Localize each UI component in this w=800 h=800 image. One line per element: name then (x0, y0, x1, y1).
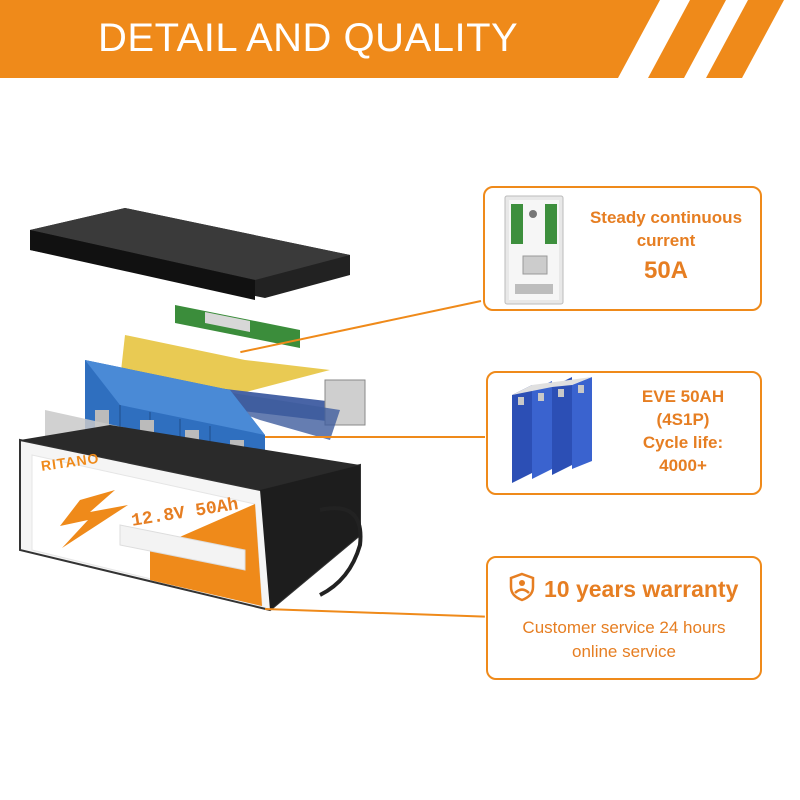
cell-spec-line-4: 4000+ (659, 456, 707, 475)
banner-title: DETAIL AND QUALITY (98, 16, 519, 60)
shield-warranty-icon (508, 572, 536, 607)
feature-card-cells: EVE 50AH (4S1P) Cycle life: 4000+ (486, 371, 762, 495)
warranty-title: 10 years warranty (544, 575, 739, 602)
bms-spec-line-1: Steady continuous (589, 208, 743, 227)
connector-line-2 (265, 436, 485, 438)
bms-board-icon (503, 194, 565, 311)
battery-cells-icon (502, 377, 602, 494)
bms-spec: Steady continuous current 50A (571, 206, 761, 288)
warranty-subtitle-line-2: online service (572, 642, 676, 661)
battery-exploded-view: RITANO 12.8V 50Ah (0, 80, 480, 700)
feature-card-bms: Steady continuous current 50A (483, 186, 762, 311)
bms-spec-line-2: current (636, 231, 696, 250)
cell-spec-line-2: (4S1P) (656, 410, 710, 429)
warranty-subtitle-line-1: Customer service 24 hours (522, 618, 726, 637)
bms-spec-value: 50A (643, 257, 689, 284)
warranty-subtitle: Customer service 24 hours online service (488, 616, 760, 664)
banner-shape (0, 0, 784, 78)
warranty-header: 10 years warranty (508, 572, 739, 607)
feature-card-warranty: 10 years warranty Customer service 24 ho… (486, 556, 762, 680)
battery-illustration (19, 208, 366, 612)
cell-spec: EVE 50AH (4S1P) Cycle life: 4000+ (618, 385, 748, 477)
cell-spec-line-3: Cycle life: (642, 433, 724, 452)
header-banner: DETAIL AND QUALITY (0, 0, 800, 78)
cell-spec-line-1: EVE 50AH (641, 387, 725, 406)
